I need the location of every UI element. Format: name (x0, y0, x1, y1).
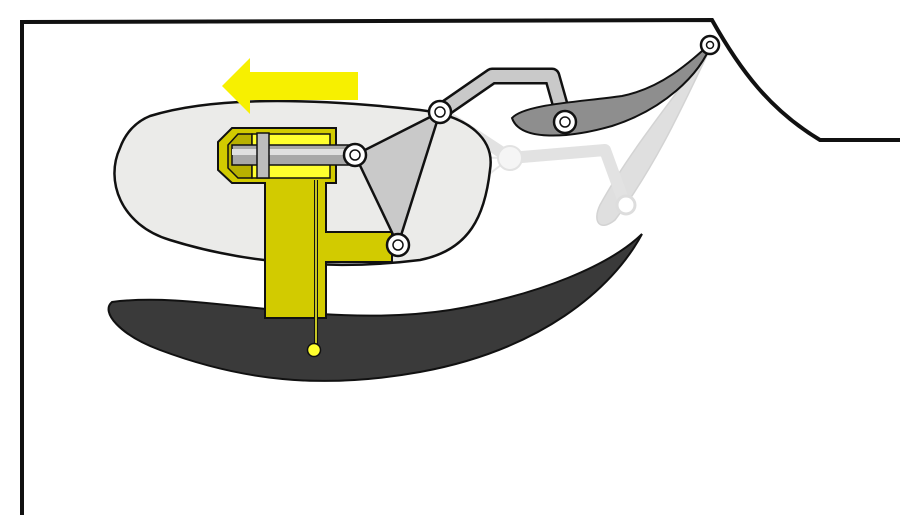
direction-arrow-left-icon (222, 58, 358, 114)
piston-head (256, 132, 270, 179)
hydraulic-cylinder (217, 127, 393, 358)
sensor-dot (306, 342, 322, 358)
frame-outline (20, 17, 900, 515)
triangle-link (353, 110, 442, 247)
dark-blade (107, 233, 643, 382)
connecting-arm (436, 70, 571, 124)
pivot-pin-icon (342, 34, 721, 258)
